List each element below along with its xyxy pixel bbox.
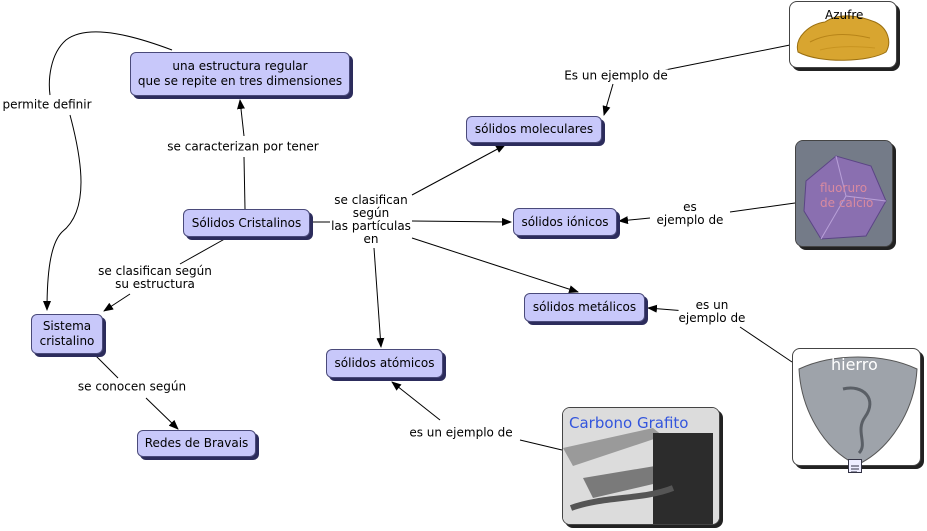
node-sistema-cristalino[interactable]: Sistema cristalino <box>31 314 103 354</box>
label-clasifican-estructura: se clasifican según su estructura <box>98 264 212 291</box>
link-azufre-to-ejemplo <box>654 44 791 73</box>
document-icon[interactable] <box>848 459 862 473</box>
link-caracterizan-to-estructura <box>237 99 245 137</box>
image-title-carbono: Carbono Grafito <box>569 414 689 432</box>
label-conocen-segun: se conocen según <box>77 379 187 394</box>
link-carbono-to-ejemplo <box>519 439 563 451</box>
node-redes-de-bravais[interactable]: Redes de Bravais <box>137 430 256 457</box>
label-permite-definir: permite definir <box>2 97 92 112</box>
link-fluoruro-to-ejemplo <box>729 202 796 213</box>
link-ejemplo-to-moleculares <box>602 83 614 116</box>
image-title-azufre: Azufre <box>825 8 864 22</box>
image-azufre[interactable]: Azufre <box>789 1 897 68</box>
link-to-atomicos <box>373 247 385 348</box>
image-title-hierro: hierro <box>831 355 878 374</box>
link-clasifican-estructura-to-sistema <box>103 293 131 312</box>
label-ejemplo-hierro: es un ejemplo de <box>678 298 746 325</box>
label-ejemplo-fluoruro: es ejemplo de <box>656 200 724 227</box>
node-solidos-metalicos[interactable]: sólidos metálicos <box>524 293 645 322</box>
node-solidos-ionicos[interactable]: sólidos iónicos <box>513 208 617 236</box>
link-ejemplo-to-atomicos <box>391 381 441 421</box>
label-clasifican-particulas: se clasifican según las partículas en <box>331 193 411 246</box>
image-carbono-grafito[interactable]: Carbono Grafito <box>562 407 720 525</box>
sulfur-rock-icon <box>796 15 890 61</box>
graphite-pencil-icon <box>563 408 719 524</box>
link-ejemplo-to-ionicos <box>618 216 651 225</box>
image-title-fluoruro: fluoruro de calcio <box>820 181 874 210</box>
node-estructura-regular[interactable]: una estructura regular que se repite en … <box>130 52 350 96</box>
link-hierro-to-ejemplo <box>739 326 793 363</box>
node-solidos-cristalinos[interactable]: Sólidos Cristalinos <box>183 209 310 237</box>
link-to-ionicos <box>411 217 512 226</box>
link-cristalinos-to-caracterizan <box>243 156 246 210</box>
node-solidos-moleculares[interactable]: sólidos moleculares <box>466 116 602 143</box>
link-to-metalicos <box>411 237 579 294</box>
image-fluoruro-de-calcio[interactable]: fluoruro de calcio <box>795 140 893 247</box>
image-hierro[interactable]: hierro <box>792 348 921 466</box>
link-estructura-to-permite <box>48 31 173 96</box>
link-to-moleculares <box>411 144 506 196</box>
link-conocen-to-redes <box>145 397 179 430</box>
label-ejemplo-azufre: Es un ejemplo de <box>564 68 668 83</box>
link-permite-to-sistema <box>43 114 82 311</box>
link-cristalinos-to-clasifican-estructura <box>179 235 231 265</box>
fluorite-crystal-icon <box>796 141 892 246</box>
label-caracterizan: se caracterizan por tener <box>167 139 319 154</box>
document-icon-glyph <box>851 465 859 473</box>
label-ejemplo-carbono: es un ejemplo de <box>409 425 513 440</box>
iron-shield-icon <box>798 356 918 465</box>
link-sistema-to-conocen <box>94 354 119 379</box>
node-solidos-atomicos[interactable]: sólidos atómicos <box>326 349 443 378</box>
